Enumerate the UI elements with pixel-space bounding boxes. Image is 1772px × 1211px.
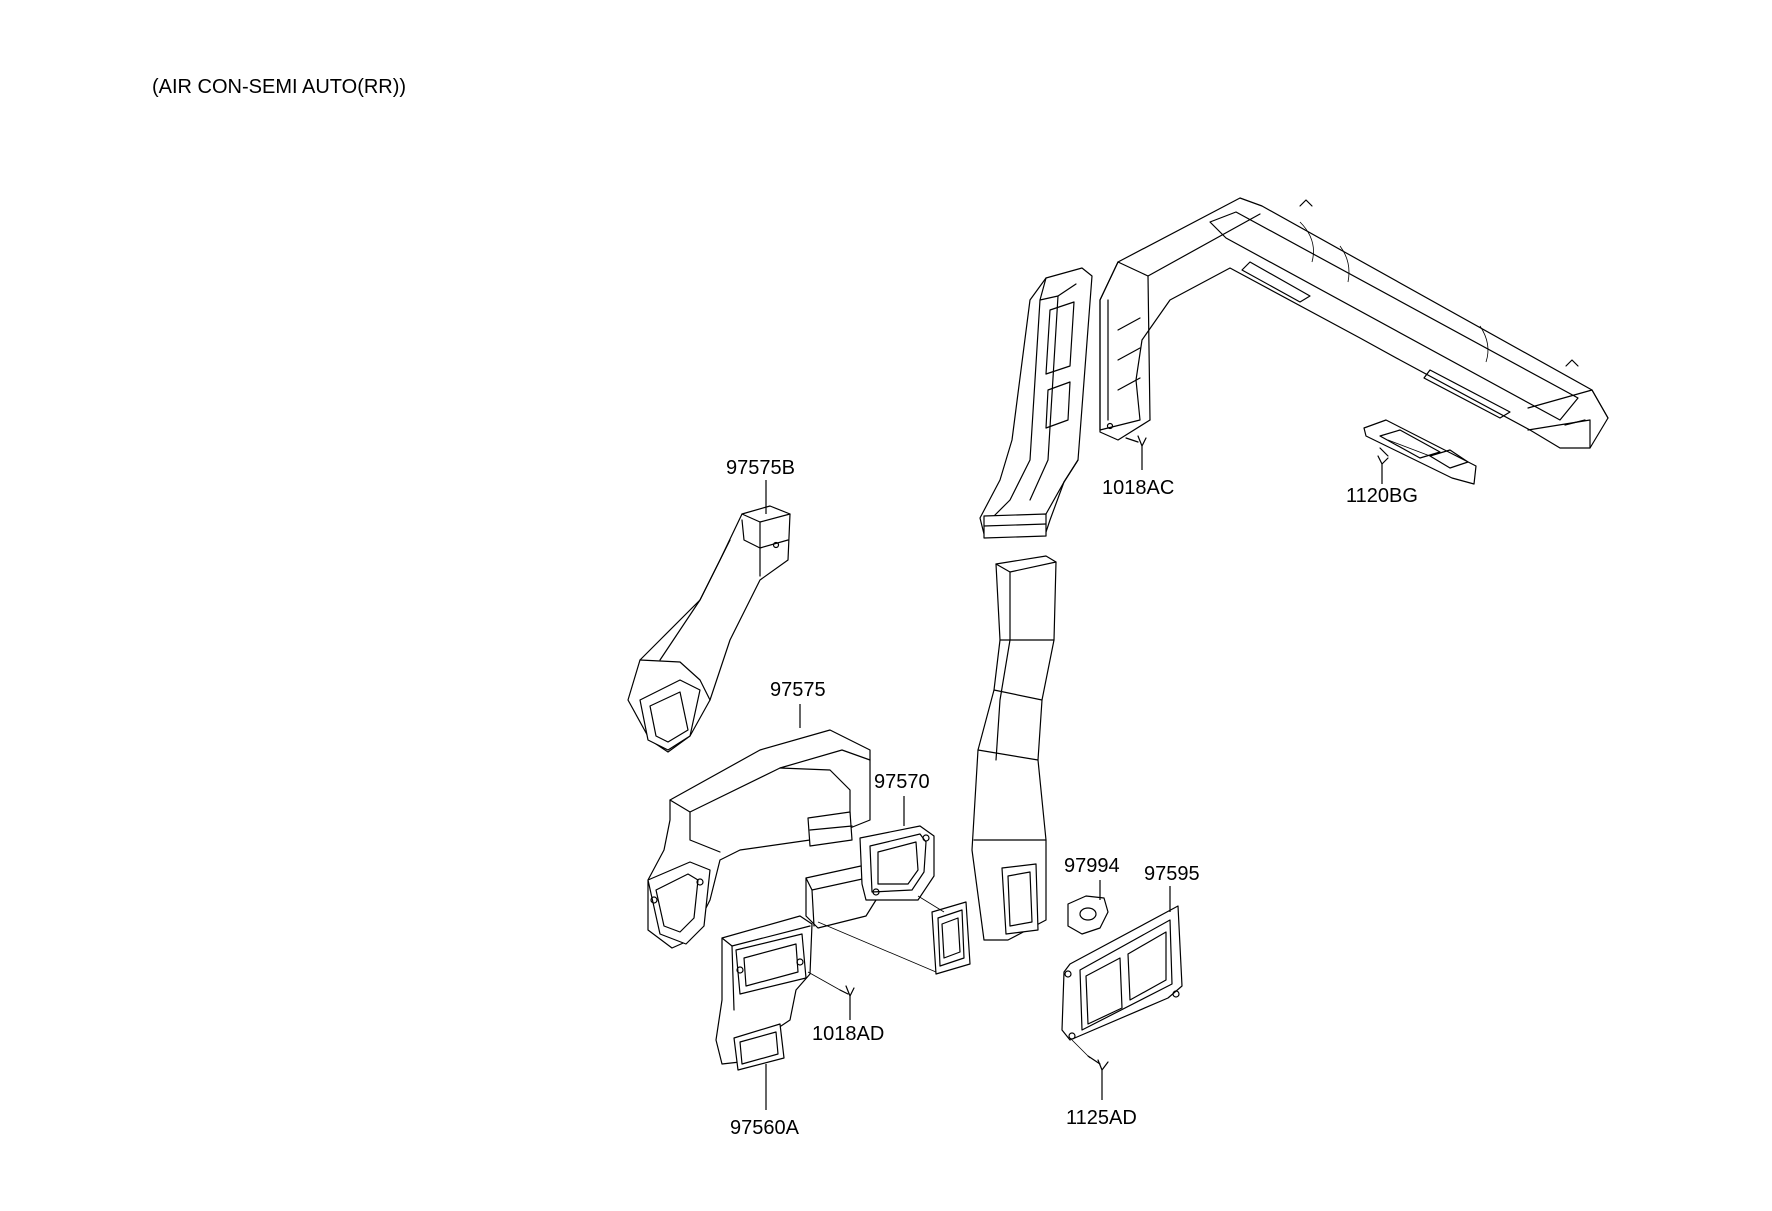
label-97595: 97595 — [1144, 863, 1200, 885]
part-97595-panel — [1061, 905, 1183, 1041]
screw-1018AC — [1125, 435, 1147, 470]
label-1018AD: 1018AD — [812, 1023, 884, 1045]
diagram-caption: (AIR CON-SEMI AUTO(RR)) — [152, 76, 407, 98]
label-1120BG: 1120BG — [1346, 485, 1418, 507]
part-97560A-vent — [715, 915, 813, 1071]
screw-1018AD — [807, 971, 855, 1020]
upper-vertical-duct — [979, 267, 1093, 539]
part-97575B-duct — [627, 505, 791, 753]
overhead-rear-duct — [1099, 197, 1609, 449]
label-97575B: 97575B — [726, 457, 795, 479]
part-97994-grommet — [1067, 895, 1109, 935]
screw-1125AD — [1071, 1039, 1109, 1100]
part-97570-duct — [805, 825, 971, 975]
lower-vertical-duct — [971, 555, 1057, 941]
label-97570: 97570 — [874, 771, 930, 793]
screw-1120BG — [1377, 447, 1389, 484]
label-1125AD: 1125AD — [1066, 1107, 1137, 1129]
part-1120BG-grille — [1363, 419, 1477, 485]
label-97575: 97575 — [770, 679, 826, 701]
label-1018AC: 1018AC — [1102, 477, 1174, 499]
part-97575-duct — [647, 729, 871, 949]
label-97994: 97994 — [1064, 855, 1120, 877]
label-97560A: 97560A — [730, 1117, 800, 1139]
